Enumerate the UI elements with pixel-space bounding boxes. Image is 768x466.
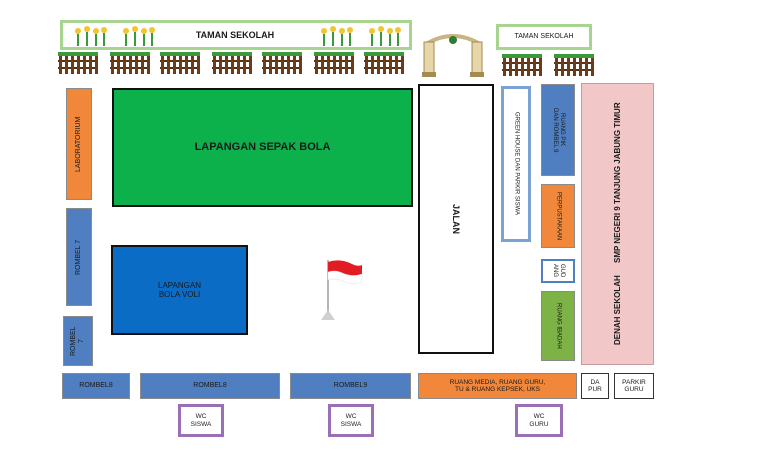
gate-icon <box>422 34 484 77</box>
room-greenhouse: GREEN HOUSE DAN PARKIR SISWA <box>513 112 520 216</box>
title-line1: DENAH SEKOLAH <box>613 275 622 346</box>
title-text: DENAH SEKOLAH SMP NEGERI 9 TANJUNG JABUN… <box>581 83 654 365</box>
room-rombel8-left: ROMBEL8 <box>62 373 130 399</box>
room-rombel8-mid: ROMBEL8 <box>140 373 280 399</box>
title-line2: SMP NEGERI 9 TANJUNG JABUNG TIMUR <box>613 102 622 264</box>
room-ruang-ibadah: RUANG IBADAH <box>541 291 575 361</box>
road-label: JALAN <box>451 203 462 234</box>
wc-guru: WC GURU <box>515 404 563 437</box>
room-gudang: GUD ANG <box>541 259 575 283</box>
garden-main-label: TAMAN SEKOLAH <box>195 29 275 40</box>
room-perpustakaan: PERPUSTAKAAN <box>541 184 575 248</box>
room-laboratorium: LABORATORIUM <box>66 88 92 200</box>
garden-main-banner <box>60 20 412 50</box>
room-rombel7-bottom: ROMBEL 7 <box>63 316 93 366</box>
garden-right-label: TAMAN SEKOLAH <box>514 32 574 40</box>
flower-icon <box>72 24 108 48</box>
flag-icon <box>321 260 363 320</box>
room-dapur: DA PUR <box>581 373 609 399</box>
garden-right-banner <box>496 24 592 50</box>
room-ruang-pik: RUANG PIK DAN ROMBEL 9 <box>541 84 575 176</box>
greenhouse-box <box>501 86 531 242</box>
flower-icon <box>366 24 402 48</box>
volleyball-court: LAPANGAN BOLA VOLI <box>111 245 248 335</box>
football-field: LAPANGAN SEPAK BOLA <box>112 88 413 207</box>
wc-siswa-2: WC SISWA <box>328 404 374 437</box>
wc-siswa-1: WC SISWA <box>178 404 224 437</box>
fence-row-right <box>502 54 594 76</box>
fence-row-left <box>58 52 404 74</box>
title-box <box>581 83 654 365</box>
flower-icon <box>318 24 354 48</box>
flower-icon <box>120 24 156 48</box>
room-rombel7-top: ROMBEL 7 <box>66 208 92 306</box>
room-ruang-media: RUANG MEDIA, RUANG GURU, TU & RUANG KEPS… <box>418 373 577 399</box>
room-rombel9: ROMBEL9 <box>290 373 411 399</box>
road <box>418 84 494 354</box>
room-parkir-guru: PARKIR GURU <box>614 373 654 399</box>
